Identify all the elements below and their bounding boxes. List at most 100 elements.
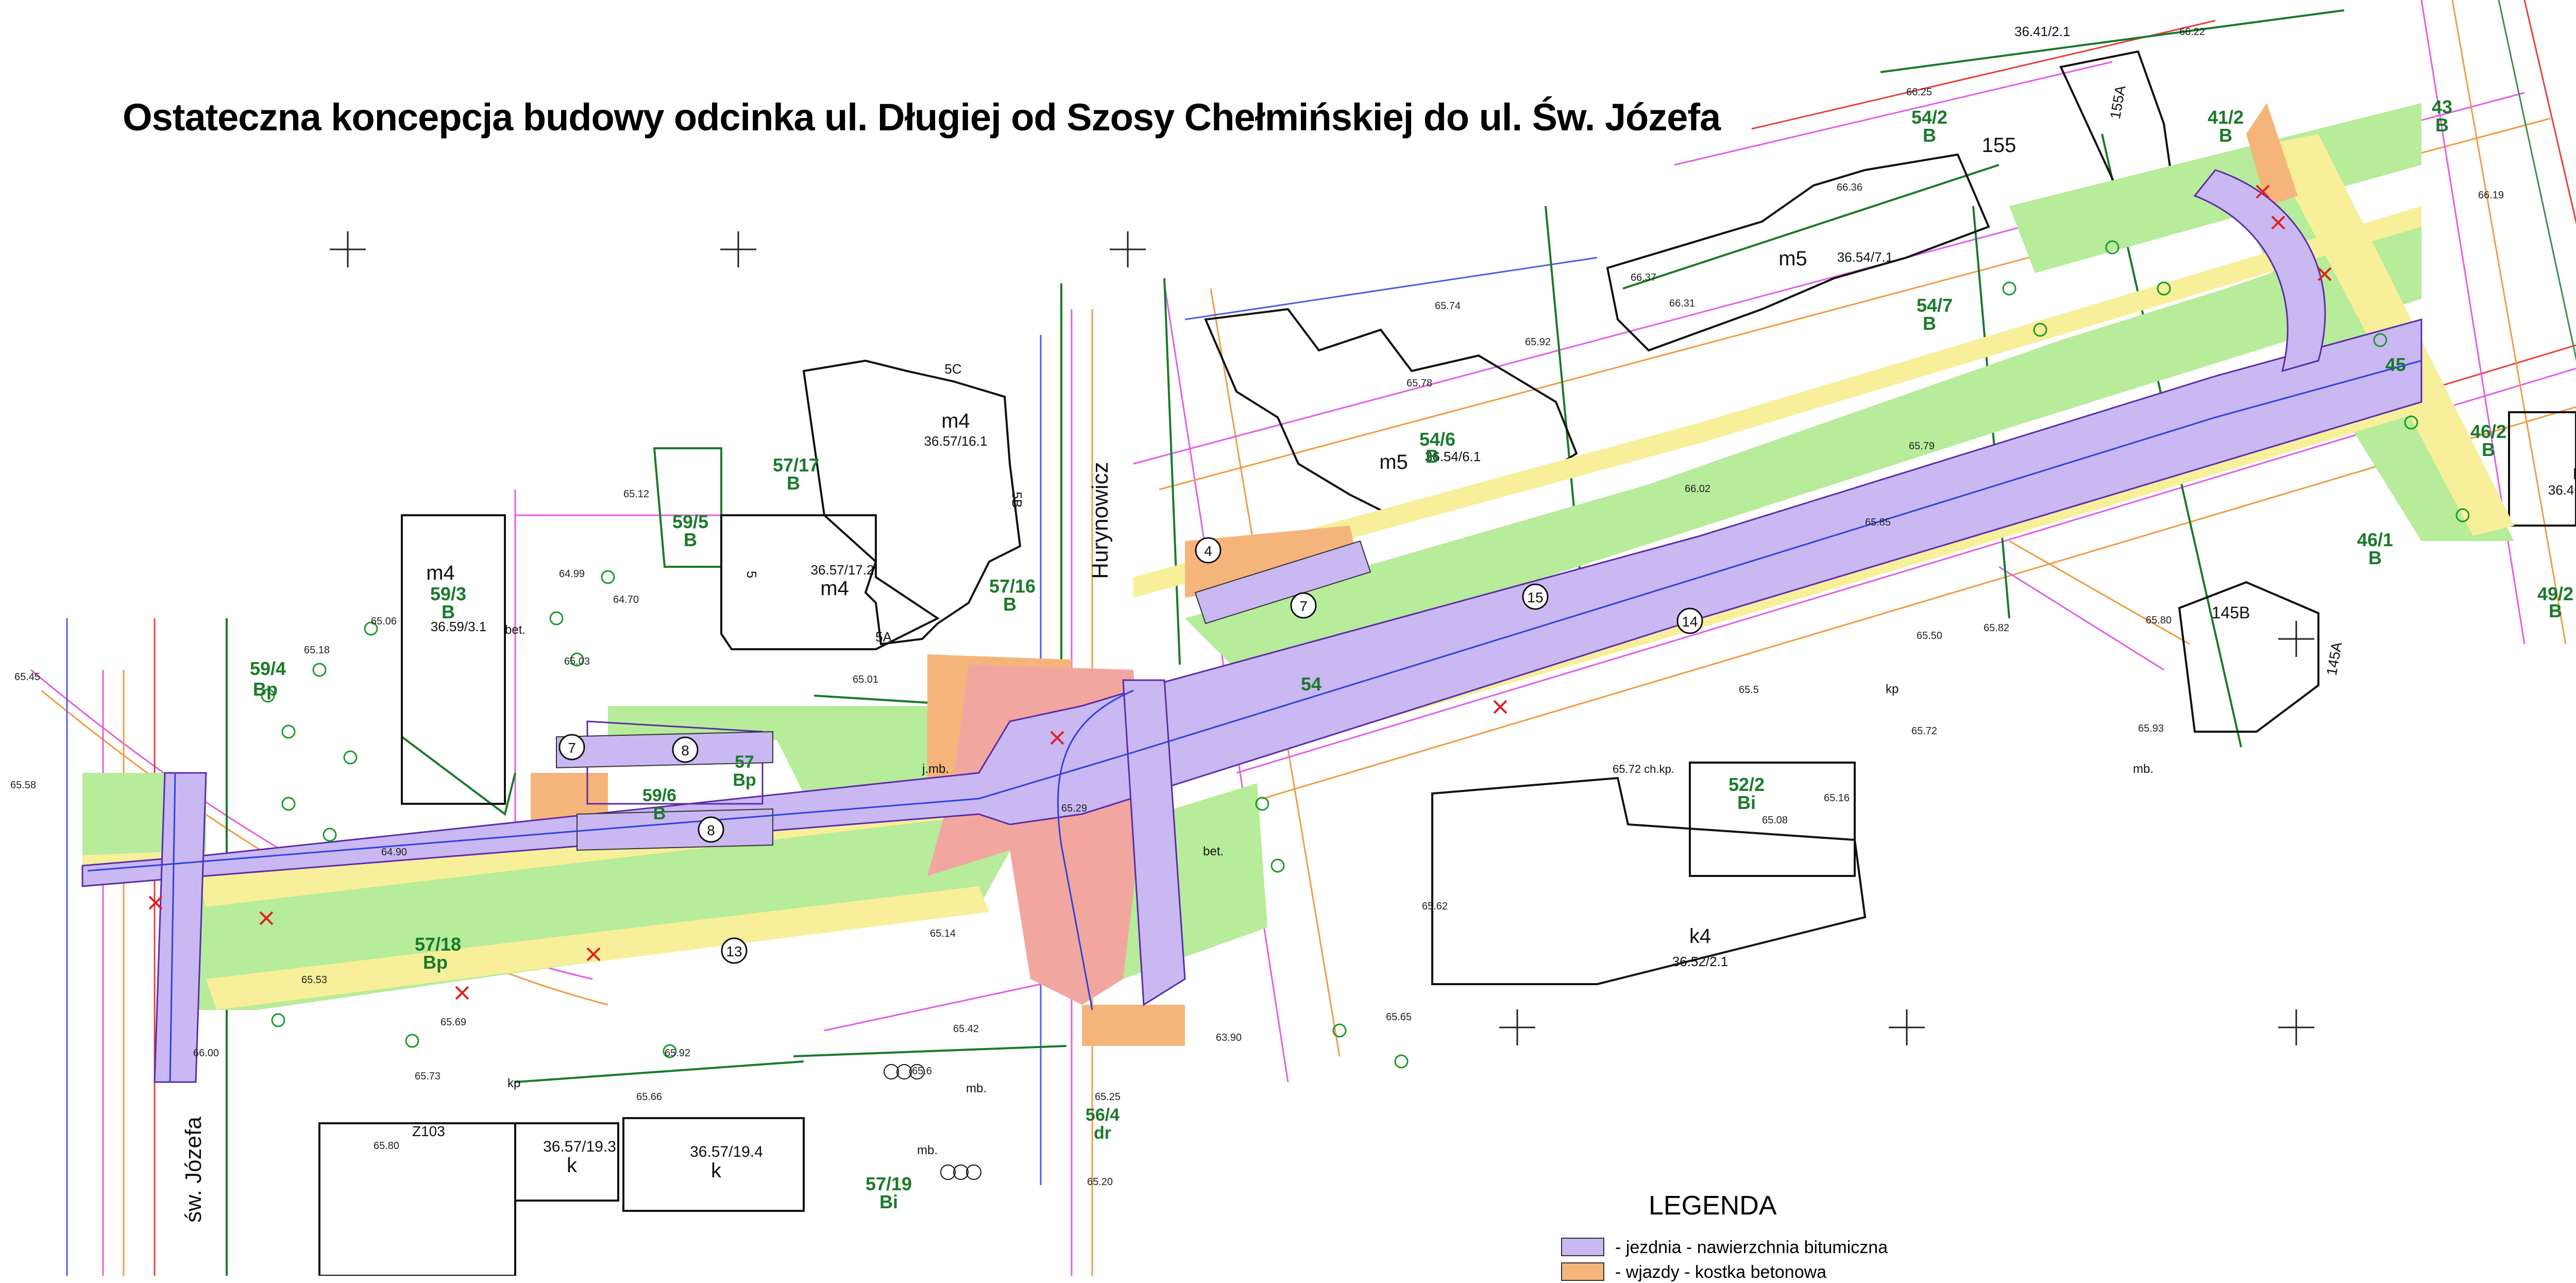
legend-swatch bbox=[1561, 1238, 1604, 1256]
building-m5-north bbox=[1606, 153, 1990, 352]
building-m4-south bbox=[720, 514, 940, 650]
spot-height: 65.53 bbox=[301, 974, 327, 986]
spot-height: 64.70 bbox=[613, 594, 639, 605]
spot-height: 66.25 bbox=[1906, 87, 1932, 98]
parcel-use: Bi bbox=[1737, 792, 1756, 813]
spot-height: 64.99 bbox=[559, 568, 585, 580]
parcel-labels: 59/4 Bp 59/3 B 59/5 B 57/17 B 57/16 B 59… bbox=[250, 96, 2573, 1212]
building-id: 36.54/6.1 bbox=[1425, 449, 1481, 464]
building-id: 36.57/19.4 bbox=[690, 1143, 763, 1160]
building-k4 bbox=[1431, 776, 1867, 985]
ring-symbols bbox=[884, 1064, 981, 1180]
spot-height: 65.92 bbox=[1525, 336, 1551, 348]
building-id: 36.57/17.2 bbox=[811, 562, 874, 578]
survey-crosses bbox=[330, 231, 2314, 1045]
spot-height: 65.42 bbox=[953, 1023, 979, 1035]
parcel-use: Bi bbox=[879, 1191, 898, 1212]
parcel-number: 56/4 bbox=[1086, 1105, 1120, 1125]
parcel-use: B bbox=[787, 472, 800, 494]
marker-label: 15 bbox=[1527, 589, 1543, 605]
spot-height: 65.62 bbox=[1422, 901, 1448, 912]
parcel-number: 43 bbox=[2432, 96, 2452, 117]
spot-height: 65.79 bbox=[1909, 441, 1935, 452]
spot-height: 65.16 bbox=[1824, 792, 1850, 804]
spot-height: 65.80 bbox=[374, 1140, 399, 1152]
building-id: 36.52/2.1 bbox=[1672, 954, 1728, 969]
marker-label: 13 bbox=[726, 943, 742, 959]
parcel-number: 54 bbox=[1301, 673, 1321, 695]
parcel-number: 46/2 bbox=[2470, 421, 2506, 442]
spot-height: 65.12 bbox=[623, 488, 649, 500]
parcel-use: B bbox=[442, 601, 455, 622]
parcel-use: B bbox=[2368, 547, 2382, 568]
spot-height: 65.92 bbox=[665, 1048, 690, 1059]
parcel-number: 57/19 bbox=[866, 1173, 912, 1194]
spot-height: 65.80 bbox=[2146, 615, 2172, 626]
spot-height: 65.82 bbox=[1984, 622, 2009, 634]
page-title: Ostateczna koncepcja budowy odcinka ul. … bbox=[123, 96, 1721, 139]
kp-label: kp bbox=[1886, 682, 1899, 696]
parcel-number: 57/18 bbox=[415, 934, 461, 955]
parcel-use: B bbox=[2435, 114, 2449, 136]
parcel-use: Bp bbox=[253, 679, 278, 700]
heights-top: 36.41/2.1 bbox=[2014, 24, 2070, 39]
building-type: 5 bbox=[744, 571, 759, 578]
spot-height: 66.19 bbox=[2478, 190, 2504, 201]
legend-label: - jezdnia - nawierzchnia bitumiczna bbox=[1615, 1238, 1888, 1257]
parcel-use: Bp bbox=[733, 770, 756, 790]
building-type: 145A bbox=[2324, 640, 2345, 677]
chkp-label: 65.72 ch.kp. bbox=[1613, 763, 1674, 775]
building-type: 5B bbox=[1009, 492, 1025, 508]
parcel-number: 54/6 bbox=[1419, 429, 1455, 450]
building-type: 155 bbox=[1982, 134, 2016, 157]
spot-height: 66.36 bbox=[1837, 182, 1862, 193]
building-type: k bbox=[567, 1154, 578, 1177]
spot-heights: 65.01 65.29 65.14 65.53 65.69 65.92 65.4… bbox=[10, 26, 2504, 1188]
street-label-jozefa: św. Józefa bbox=[181, 1117, 206, 1223]
parcel-number: 57 bbox=[735, 752, 754, 772]
parcel-use: B bbox=[2219, 125, 2232, 146]
parcel-number: 54/7 bbox=[1917, 295, 1953, 316]
parcel-number: 57/16 bbox=[989, 576, 1036, 597]
spot-height: 65.20 bbox=[1087, 1176, 1113, 1188]
bet-label: bet. bbox=[1203, 845, 1224, 858]
spot-height: 65.06 bbox=[371, 616, 397, 627]
carriageway-areas bbox=[81, 169, 2422, 1083]
legend-label: - wjazdy - kostka betonowa bbox=[1615, 1262, 1827, 1282]
kp-label: kp bbox=[507, 1076, 520, 1090]
bet-label: bet. bbox=[505, 623, 526, 637]
marker-label: 7 bbox=[568, 740, 576, 756]
parcel-number: 46/1 bbox=[2357, 529, 2393, 550]
spot-height: 65.65 bbox=[1386, 1011, 1412, 1023]
building-m4-west bbox=[401, 514, 506, 805]
parcel-use: Bp bbox=[423, 952, 448, 973]
spot-height: 65.69 bbox=[440, 1017, 466, 1028]
spot-height: 65.93 bbox=[2138, 723, 2164, 734]
building-id: 36.46/2.1 bbox=[2548, 482, 2576, 498]
mb-label: mb. bbox=[2133, 762, 2154, 776]
building-labels: m4 36.57/16.1 36.57/17.2 m4 m4 36.59/3.1… bbox=[426, 84, 2576, 1182]
legend-title: LEGENDA bbox=[1649, 1191, 1777, 1221]
spot-height: 63.90 bbox=[1216, 1032, 1242, 1043]
road-axes bbox=[87, 360, 2422, 1083]
building-type: m4 bbox=[820, 577, 849, 600]
street-label-hurynowicz: Hurynowicz bbox=[1088, 462, 1113, 579]
spot-height: 66.31 bbox=[1669, 298, 1695, 309]
mb-label: mb. bbox=[966, 1082, 987, 1095]
spot-height: 65.58 bbox=[10, 780, 36, 791]
spot-height: 65.14 bbox=[930, 928, 956, 939]
parcel-use: B bbox=[1003, 594, 1016, 615]
building-type: 5C bbox=[944, 361, 961, 377]
spot-height: 65.66 bbox=[636, 1091, 662, 1103]
legend-item-driveway: - wjazdy - kostka betonowa bbox=[1556, 1262, 1917, 1283]
jmb-label: j.mb. bbox=[922, 762, 949, 776]
building-m4-north bbox=[802, 359, 1022, 646]
spot-height: 66.00 bbox=[193, 1048, 219, 1059]
building-type: m4 bbox=[941, 410, 970, 432]
building-id: 36.59/3.1 bbox=[431, 619, 486, 634]
parcel-use: B bbox=[653, 804, 666, 823]
parcel-use: dr bbox=[1094, 1123, 1111, 1143]
building-type: 5A bbox=[875, 629, 892, 645]
building-type: m4 bbox=[426, 562, 455, 584]
